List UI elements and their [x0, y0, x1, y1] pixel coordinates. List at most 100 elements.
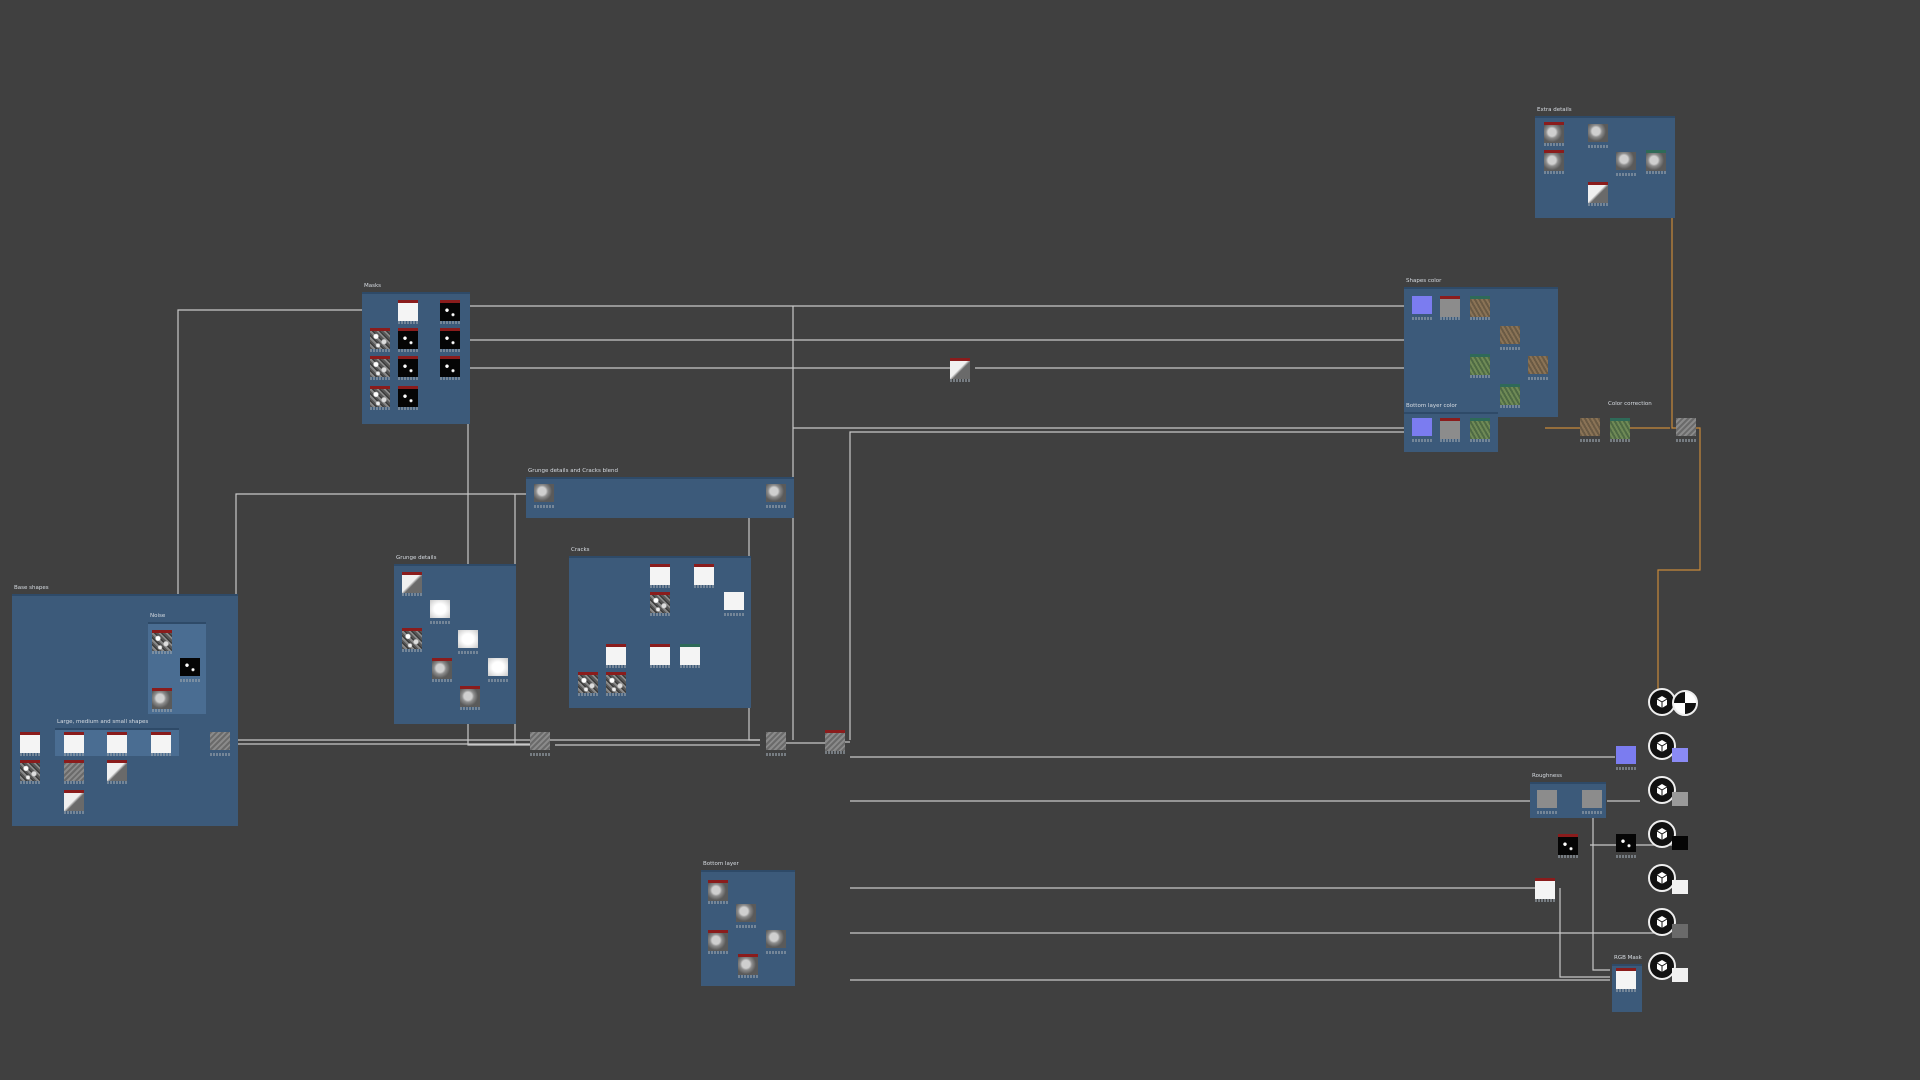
normal-preview — [1672, 748, 1688, 762]
shape-node[interactable] — [107, 760, 127, 784]
blend-node[interactable] — [766, 732, 786, 756]
height-node[interactable] — [1535, 878, 1555, 902]
frame-title: Bottom layer — [703, 861, 739, 867]
mask-node[interactable] — [398, 328, 418, 352]
frame-title: Grunge details — [396, 555, 437, 561]
blend-node[interactable] — [825, 730, 845, 754]
detail-node[interactable] — [1544, 150, 1564, 174]
detail-node[interactable] — [1544, 122, 1564, 146]
noise-node[interactable] — [152, 630, 172, 654]
blend-node[interactable] — [766, 484, 786, 508]
cracks-node[interactable] — [650, 644, 670, 668]
bottom-layer-node[interactable] — [766, 930, 786, 954]
cube-icon — [1656, 872, 1668, 884]
shape-node[interactable] — [20, 732, 40, 756]
mask-node[interactable] — [370, 328, 390, 352]
color-node[interactable] — [1440, 296, 1460, 320]
color-node[interactable] — [1580, 418, 1600, 442]
cracks-node[interactable] — [724, 592, 744, 616]
frame-title: Bottom layer color — [1406, 403, 1458, 409]
mask-node[interactable] — [398, 356, 418, 380]
mask-node[interactable] — [370, 386, 390, 410]
grunge-node[interactable] — [458, 630, 478, 654]
shape-node[interactable] — [107, 732, 127, 756]
shape-node[interactable] — [64, 790, 84, 814]
bottom-layer-node[interactable] — [708, 880, 728, 904]
bottom-layer-node[interactable] — [708, 930, 728, 954]
color-node[interactable] — [1470, 418, 1490, 442]
cube-icon — [1656, 740, 1668, 752]
color-node[interactable] — [1412, 418, 1432, 442]
grunge-node[interactable] — [488, 658, 508, 682]
color-node[interactable] — [1528, 356, 1548, 380]
bottom-layer-node[interactable] — [736, 904, 756, 928]
frame-title: Shapes color — [1406, 278, 1442, 284]
color-node[interactable] — [1500, 326, 1520, 350]
cracks-node[interactable] — [650, 592, 670, 616]
cube-icon — [1656, 916, 1668, 928]
blend-node[interactable] — [530, 732, 550, 756]
frame-title: Roughness — [1532, 773, 1563, 779]
grunge-node[interactable] — [432, 658, 452, 682]
color-node[interactable] — [1470, 354, 1490, 378]
shape-node[interactable] — [20, 760, 40, 784]
frame-grunge-cracks-blend[interactable]: Grunge details and Cracks blend — [526, 468, 794, 518]
detail-node[interactable] — [1646, 150, 1666, 174]
bottom-layer-node[interactable] — [738, 954, 758, 978]
detail-node[interactable] — [1616, 152, 1636, 176]
mask-node[interactable] — [398, 386, 418, 410]
metallic-node[interactable] — [1616, 834, 1636, 858]
frame-title: Noise — [150, 613, 166, 619]
cube-icon — [1656, 960, 1668, 972]
normal-output-icon[interactable] — [1648, 732, 1676, 760]
roughness-node[interactable] — [1537, 790, 1557, 814]
grunge-node[interactable] — [402, 572, 422, 596]
grunge-node[interactable] — [430, 600, 450, 624]
normal-node[interactable] — [1616, 746, 1636, 770]
height-output-icon[interactable] — [1648, 864, 1676, 892]
cracks-node[interactable] — [694, 564, 714, 588]
shape-node[interactable] — [64, 760, 84, 784]
wire — [467, 300, 530, 746]
metallic-node[interactable] — [1558, 834, 1578, 858]
mask-node[interactable] — [440, 300, 460, 324]
shape-node[interactable] — [151, 732, 171, 756]
noise-node[interactable] — [180, 658, 200, 682]
grunge-node[interactable] — [460, 686, 480, 710]
mask-node[interactable] — [440, 356, 460, 380]
mask-node[interactable] — [370, 356, 390, 380]
metallic-output-icon[interactable] — [1648, 820, 1676, 848]
cracks-node[interactable] — [650, 564, 670, 588]
grunge-node[interactable] — [402, 628, 422, 652]
mask-node[interactable] — [398, 300, 418, 324]
wire — [849, 431, 1408, 740]
mask-node[interactable] — [950, 358, 970, 382]
color-node[interactable] — [1676, 418, 1696, 442]
mask-node[interactable] — [440, 328, 460, 352]
color-node[interactable] — [1412, 296, 1432, 320]
blend-node[interactable] — [210, 732, 230, 756]
rgb-mask-node[interactable] — [1616, 968, 1636, 992]
ambient-occlusion-output-icon[interactable] — [1648, 908, 1676, 936]
color-node[interactable] — [1470, 296, 1490, 320]
frame-title: Masks — [364, 283, 382, 289]
roughness-output-icon[interactable] — [1648, 776, 1676, 804]
cracks-node[interactable] — [680, 644, 700, 668]
cracks-node[interactable] — [606, 672, 626, 696]
shape-node[interactable] — [64, 732, 84, 756]
rgb-mask-output-icon[interactable] — [1648, 952, 1676, 980]
cracks-node[interactable] — [578, 672, 598, 696]
roughness-node[interactable] — [1582, 790, 1602, 814]
color-node[interactable] — [1500, 384, 1520, 408]
blend-node[interactable] — [534, 484, 554, 508]
wire — [1559, 888, 1610, 978]
noise-node[interactable] — [152, 688, 172, 712]
color-node[interactable] — [1440, 418, 1460, 442]
color-node[interactable] — [1610, 418, 1630, 442]
detail-node[interactable] — [1588, 182, 1608, 206]
cracks-node[interactable] — [606, 644, 626, 668]
roughness-preview — [1672, 792, 1688, 806]
frame-color-correction[interactable]: Color correction — [1606, 401, 1676, 442]
detail-node[interactable] — [1588, 124, 1608, 148]
